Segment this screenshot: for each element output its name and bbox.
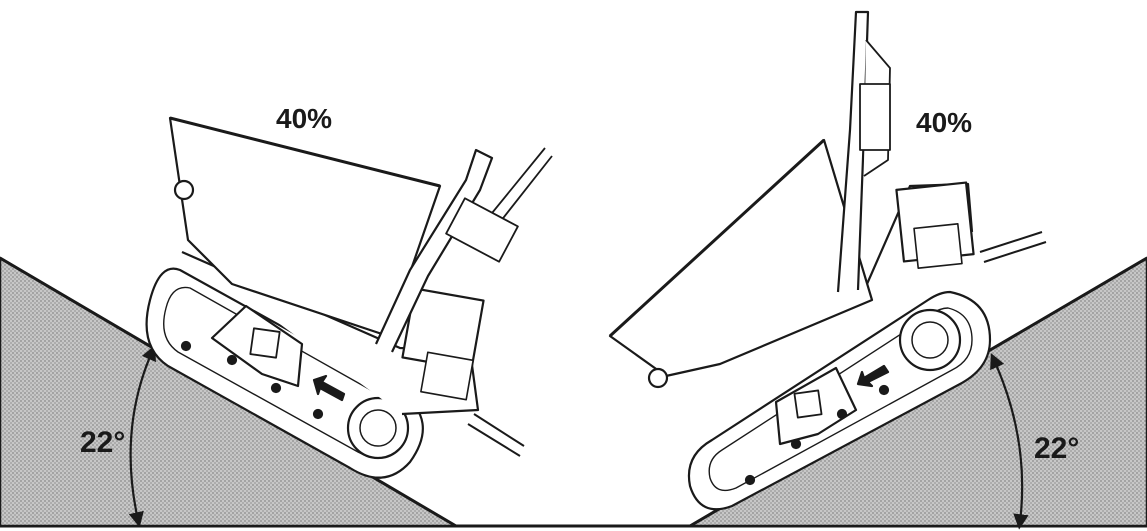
left-tracked-dumper — [145, 116, 553, 479]
right-rear-tube — [979, 231, 1047, 263]
left-bolt — [226, 354, 238, 366]
right-bolt — [744, 474, 756, 486]
right-skip-rim — [608, 138, 826, 338]
right-grade-label: 40% — [916, 107, 972, 138]
left-direction-arrow — [312, 374, 346, 402]
left-skip-rim — [169, 116, 441, 188]
right-handlebar-frame — [836, 10, 870, 293]
left-angle-label: 22° — [80, 426, 125, 459]
left-side-window — [249, 327, 281, 359]
right-angle-arc — [990, 352, 1029, 530]
right-skip-pivot — [647, 367, 669, 389]
right-direction-arrow — [856, 364, 890, 388]
right-bolt — [790, 438, 802, 450]
left-skip-edge — [187, 239, 233, 285]
left-fuel-tank — [445, 197, 519, 263]
left-bolt — [270, 382, 282, 394]
right-engine-cover — [913, 223, 963, 269]
right-tracked-dumper — [608, 10, 1047, 511]
left-drive-hub — [359, 409, 397, 447]
right-angle-label: 22° — [1034, 432, 1079, 465]
right-slope-group: 22° 40% — [608, 10, 1147, 530]
left-angle-arc — [128, 344, 156, 528]
right-skip-bucket — [608, 138, 874, 378]
left-skip-pivot — [173, 179, 195, 201]
right-bolt — [878, 384, 890, 396]
left-engine-cover — [420, 351, 474, 401]
left-grade-label: 40% — [276, 103, 332, 134]
right-side-window — [793, 389, 823, 419]
right-drive-hub — [911, 321, 949, 359]
left-lower-tube — [467, 413, 525, 457]
left-slope-group: 22° 40% — [0, 103, 553, 528]
left-bolt — [312, 408, 324, 420]
right-fuel-tank — [859, 83, 891, 151]
right-bolt — [836, 408, 848, 420]
left-bolt — [180, 340, 192, 352]
